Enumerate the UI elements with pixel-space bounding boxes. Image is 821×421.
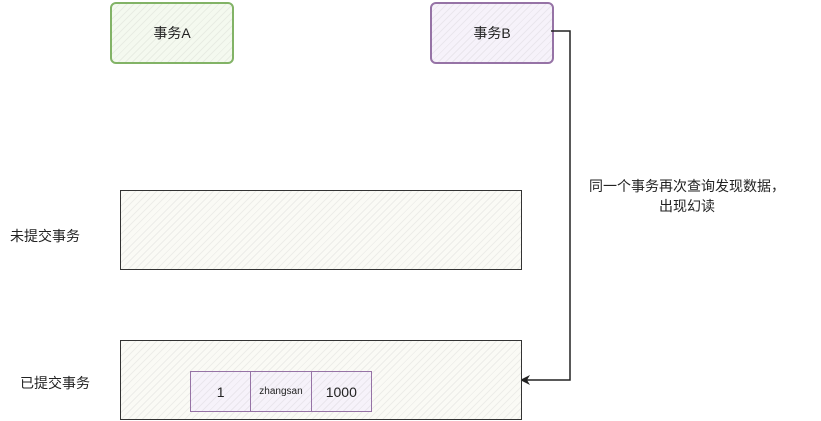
arrow-note: 同一个事务再次查询发现数据， 出现幻读 xyxy=(572,176,802,216)
uncommitted-area[interactable] xyxy=(120,190,522,270)
uncommitted-label: 未提交事务 xyxy=(10,228,80,244)
data-row[interactable]: 1 zhangsan 1000 xyxy=(190,371,372,412)
cell-amount: 1000 xyxy=(325,383,357,400)
transaction-b-box[interactable]: 事务B xyxy=(430,2,554,64)
transaction-a-box[interactable]: 事务A xyxy=(110,2,234,64)
transaction-b-label: 事务B xyxy=(473,25,511,41)
committed-label: 已提交事务 xyxy=(20,375,90,391)
arrow-note-line2: 出现幻读 xyxy=(659,198,715,214)
cell-id: 1 xyxy=(191,372,252,411)
arrowhead-icon xyxy=(520,375,530,385)
transaction-a-label: 事务A xyxy=(153,25,191,41)
arrow-note-line1: 同一个事务再次查询发现数据， xyxy=(589,178,785,194)
cell-name: zhangsan xyxy=(251,372,312,411)
